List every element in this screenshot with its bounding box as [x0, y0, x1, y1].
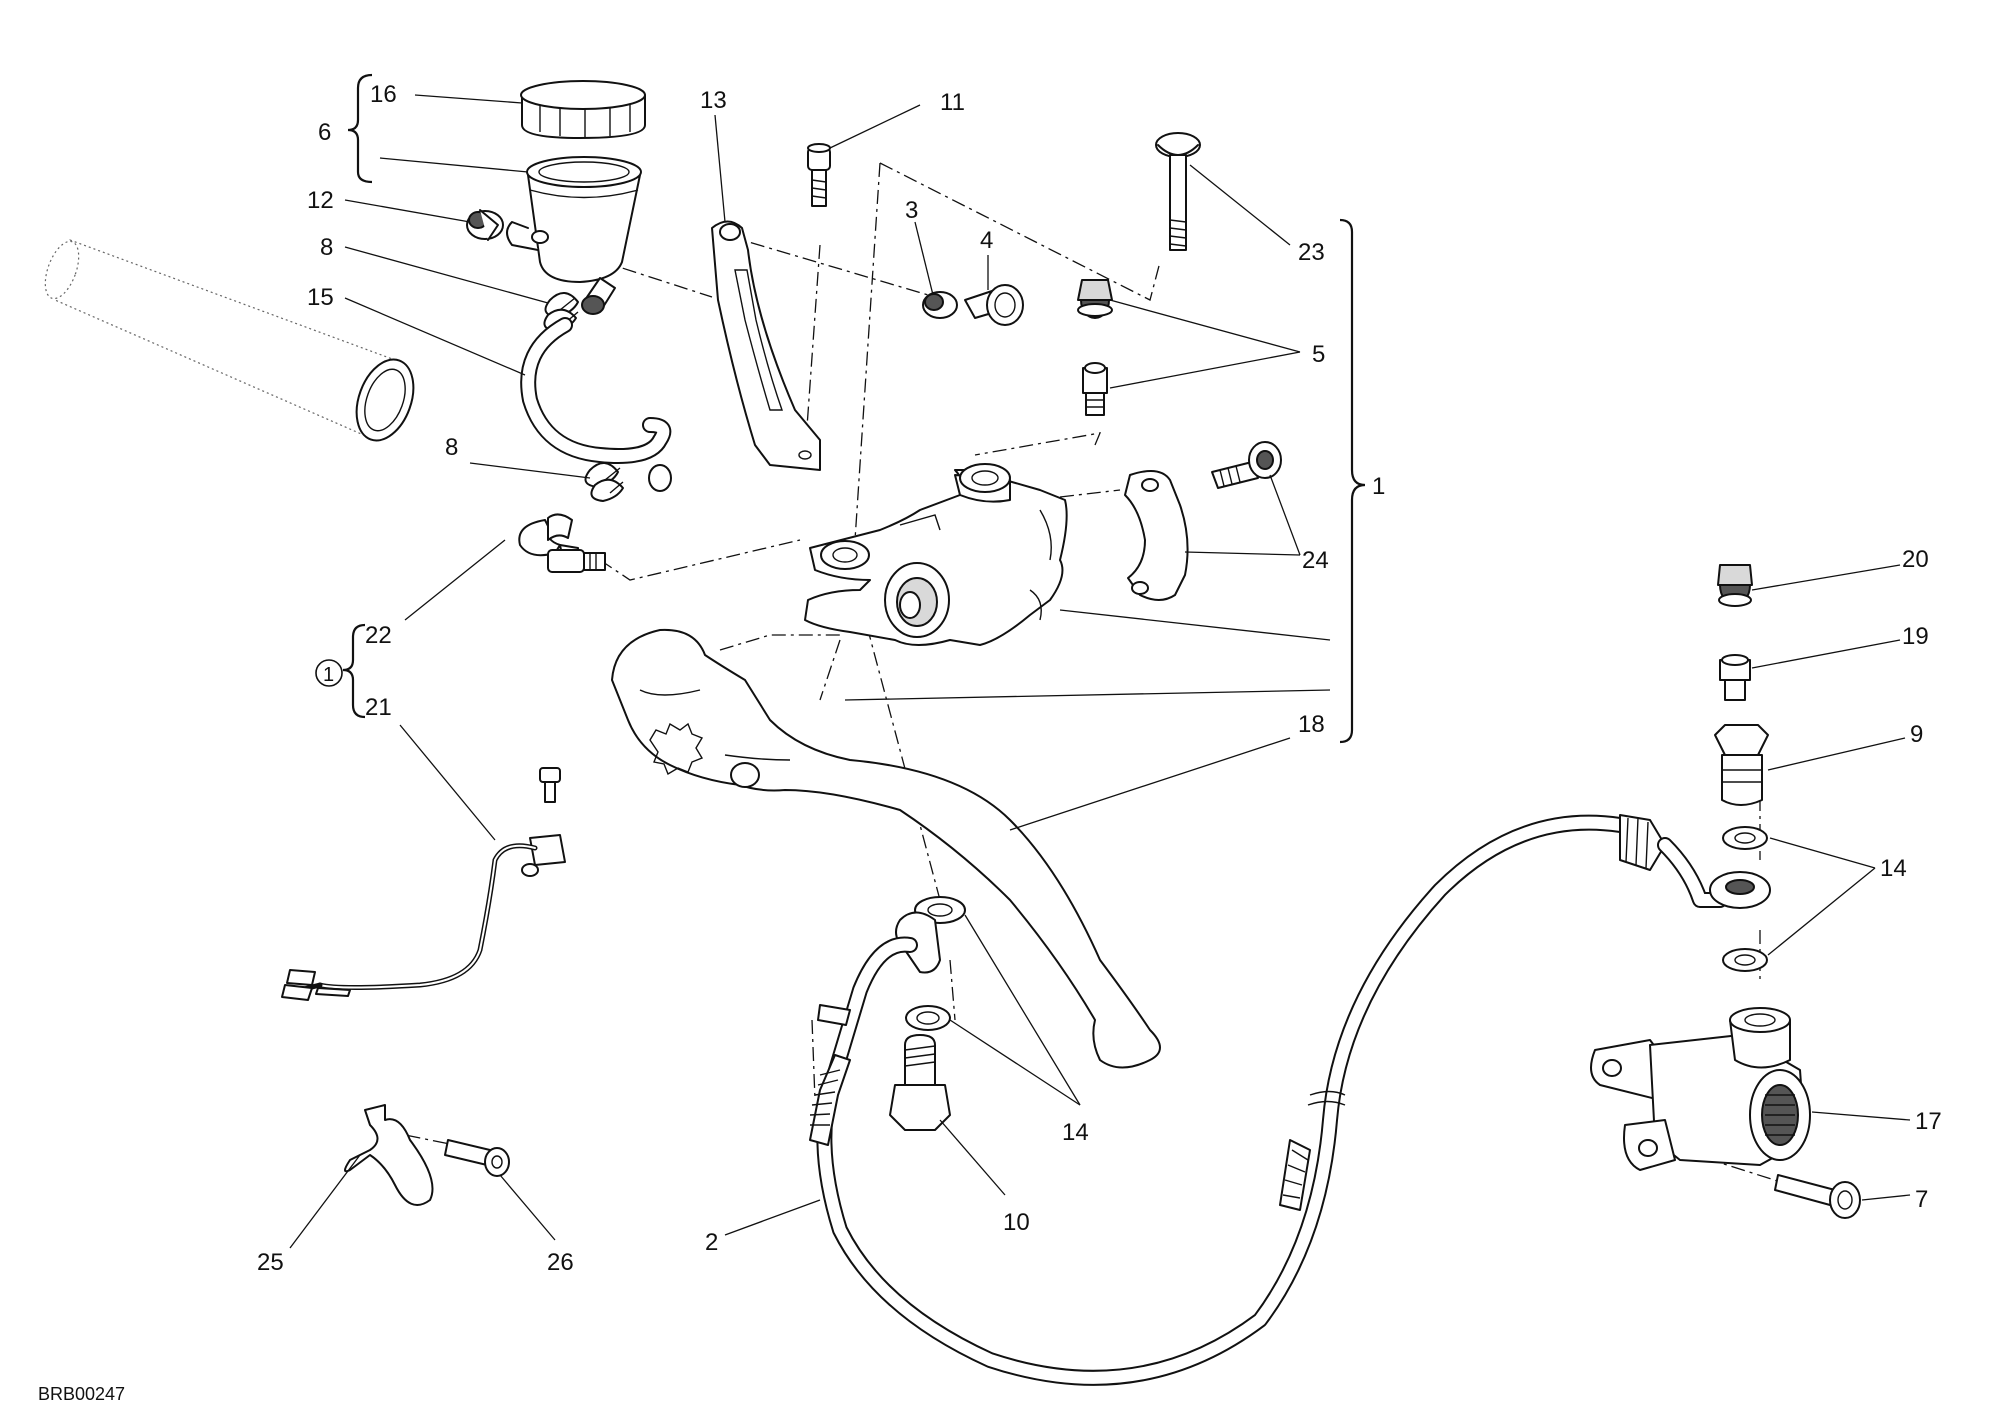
part-11-screw	[807, 143, 831, 207]
callout-14-left: 14	[1062, 1119, 1089, 1146]
leader-lines	[289, 94, 1911, 1249]
callout-2: 2	[705, 1229, 718, 1256]
part-9-adapter-fitting	[1714, 724, 1769, 806]
part-20-bleed-cap	[1717, 564, 1753, 607]
callout-25: 25	[257, 1249, 284, 1276]
part-13-mount-bracket	[711, 220, 821, 471]
callout-11: 11	[940, 89, 965, 116]
callout-23: 23	[1298, 239, 1325, 266]
part-3-bushing	[922, 291, 958, 319]
callout-24: 24	[1302, 547, 1329, 574]
handlebar-ghost	[44, 239, 415, 442]
callout-21: 21	[365, 694, 392, 721]
part-16-reservoir-cap	[520, 80, 646, 139]
callout-1: 1	[1372, 473, 1385, 500]
callout-labels: 16 6 12 8 15 8 13 11 3 4 23 5 1 24 18 22…	[38, 81, 1942, 1404]
assembly-phantom-lines	[379, 162, 1791, 1186]
part-15-reservoir-hose	[520, 317, 672, 492]
part-2-clutch-hose	[809, 814, 1771, 1386]
part-14-washer-right-upper	[1722, 826, 1768, 850]
callout-4: 4	[980, 227, 993, 254]
callout-7: 7	[1915, 1186, 1928, 1213]
part-19-bleed-valve	[1719, 654, 1751, 701]
part-25-clip	[344, 1104, 434, 1206]
master-cylinder-body	[804, 463, 1068, 646]
callout-10: 10	[1003, 1209, 1030, 1236]
kit-circle-icon: 1	[315, 659, 343, 687]
callout-19: 19	[1902, 623, 1929, 650]
callout-14-right: 14	[1880, 855, 1907, 882]
part-26-screw	[444, 1139, 510, 1177]
bracket-kit-1	[342, 623, 366, 719]
part-21-clutch-switch	[281, 767, 566, 1001]
callout-5: 5	[1312, 341, 1325, 368]
bracket-group-1	[1339, 218, 1366, 744]
callout-3: 3	[905, 197, 918, 224]
part-22-hose-fitting	[518, 513, 606, 573]
part-10-banjo-bolt	[889, 1034, 951, 1131]
part-24-handlebar-clamp	[1124, 470, 1189, 601]
part-17-slave-cylinder	[1590, 1007, 1811, 1171]
callout-13: 13	[700, 87, 727, 114]
part-14-washer-right-lower	[1722, 948, 1768, 972]
part-7-screw	[1774, 1174, 1861, 1219]
part-14-washer-lower	[905, 1005, 951, 1031]
callout-12: 12	[307, 187, 334, 214]
callout-26: 26	[547, 1249, 574, 1276]
bracket-group-6	[347, 73, 373, 184]
callout-6: 6	[318, 119, 331, 146]
callout-8-lower: 8	[445, 434, 458, 461]
callout-22: 22	[365, 622, 392, 649]
part-4-pivot-pin	[964, 284, 1024, 326]
part-24-clamp-screw	[1211, 441, 1282, 489]
callout-18: 18	[1298, 711, 1325, 738]
part-5-bleed-valve	[1082, 362, 1108, 416]
callout-kit-1: 1	[323, 664, 334, 686]
part-12-grommet	[466, 209, 504, 241]
part-18-clutch-lever	[611, 628, 1161, 1069]
drawing-code: BRB00247	[38, 1384, 125, 1404]
callout-9: 9	[1910, 721, 1923, 748]
callout-8-upper: 8	[320, 234, 333, 261]
callout-17: 17	[1915, 1108, 1942, 1135]
callout-16: 16	[370, 81, 397, 108]
part-5-bleed-cap	[1077, 279, 1113, 319]
part-6-reservoir	[506, 156, 642, 315]
callout-15: 15	[307, 284, 334, 311]
part-23-long-screw	[1155, 132, 1201, 251]
part-8-hose-clamp-lower	[584, 462, 624, 502]
group-brackets	[342, 73, 1366, 744]
callout-20: 20	[1902, 546, 1929, 573]
